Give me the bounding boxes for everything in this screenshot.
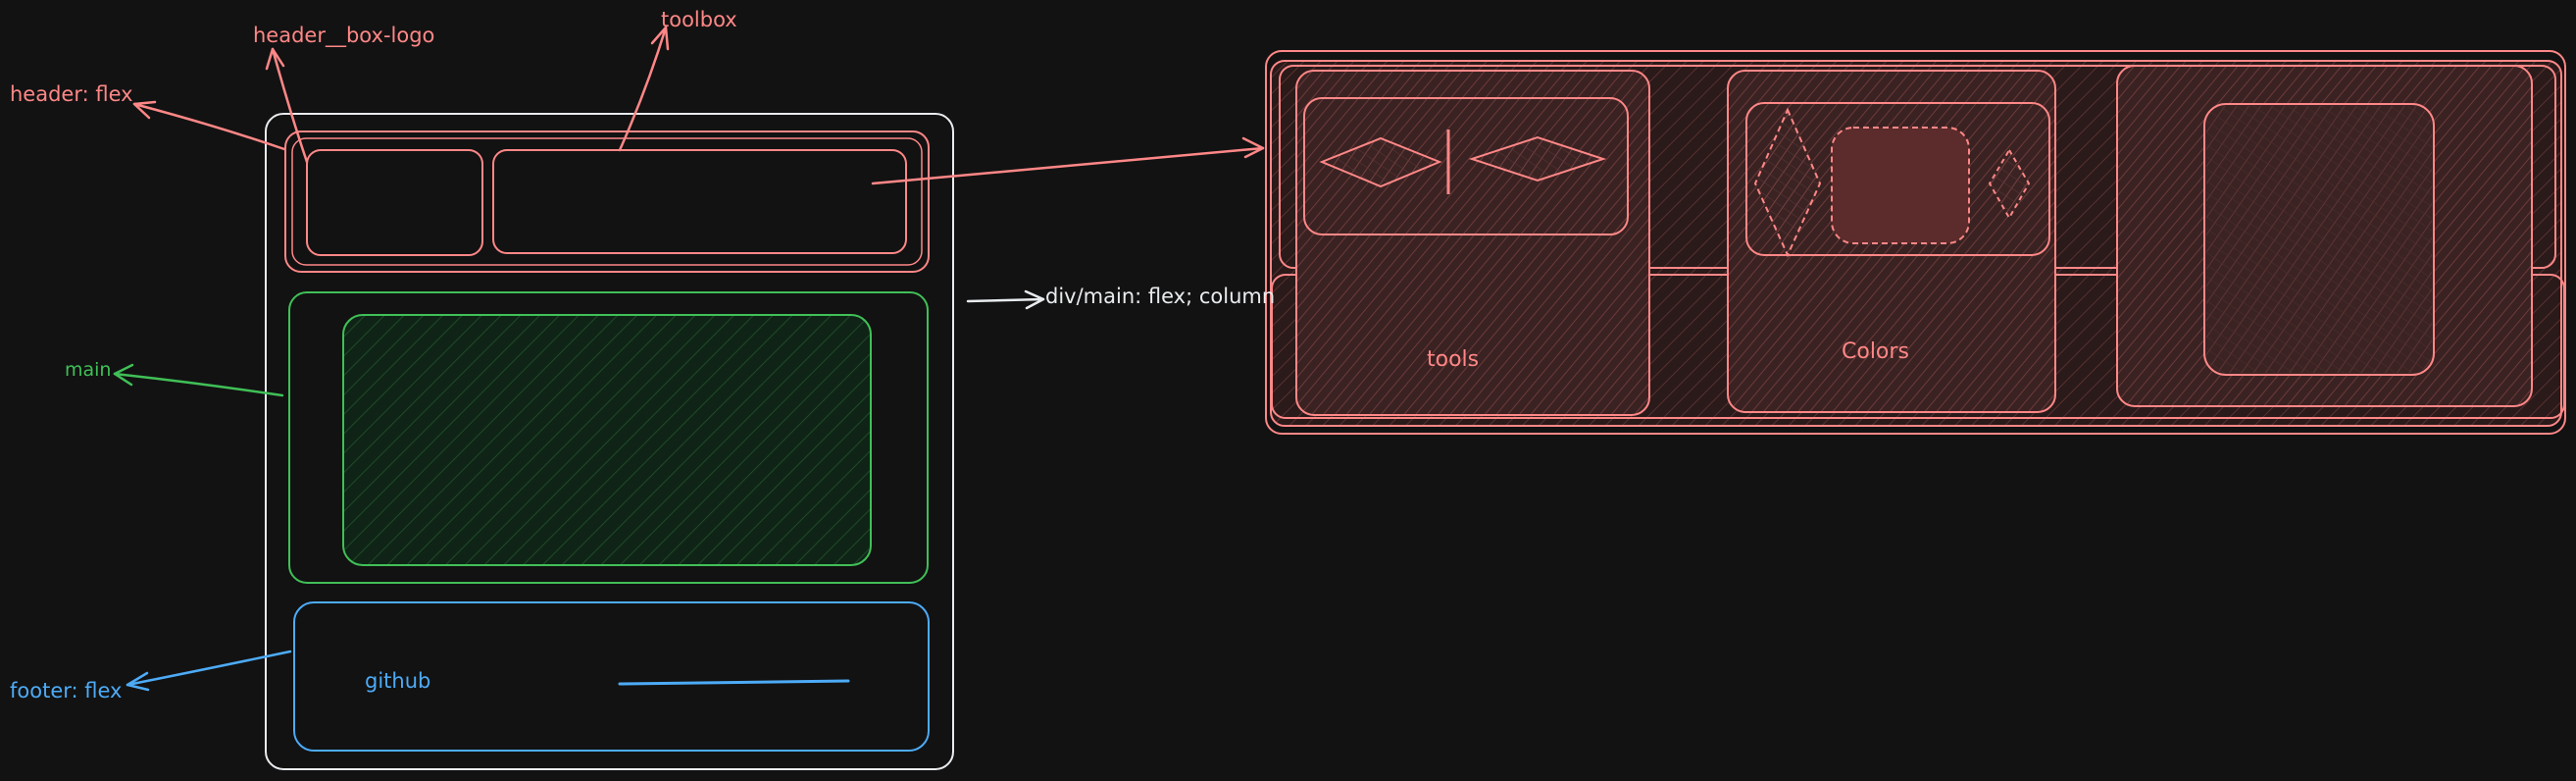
color-diamond-left <box>1753 107 1822 258</box>
toolbox-detail-arrow <box>871 136 1265 185</box>
toolbox-label: toolbox <box>661 8 737 31</box>
header-logo-box <box>306 149 483 256</box>
tool-diamond-left <box>1319 136 1442 188</box>
tools-label: tools <box>1427 347 1480 372</box>
div-main-arrow <box>966 289 1045 310</box>
div-main-label: div/main: flex; column <box>1045 285 1276 308</box>
tool-diamond-right <box>1468 135 1607 182</box>
app-outer-frame <box>265 113 954 770</box>
footer-container <box>293 601 930 752</box>
footer-flex-label: footer: flex <box>10 679 123 703</box>
footer-arrow <box>126 650 292 692</box>
header-toolbox-box <box>492 149 907 254</box>
logo-arrow <box>265 47 309 164</box>
color-swatch-main <box>1831 127 1970 244</box>
header-box-logo-label: header__box-logo <box>253 24 435 47</box>
main-canvas-area <box>342 314 872 566</box>
header-flex-label: header: flex <box>10 82 133 106</box>
header-arrow <box>132 100 286 151</box>
color-diamond-right <box>1988 148 2031 221</box>
main-container <box>288 291 929 584</box>
main-label: main <box>65 359 112 381</box>
toolbox-arrow <box>618 26 670 152</box>
header-container <box>284 130 930 273</box>
header-inner-outline <box>291 137 923 266</box>
colors-label: Colors <box>1842 339 1909 364</box>
preview-inner-hatch <box>2206 106 2432 373</box>
tools-buttons-box <box>1303 97 1629 235</box>
toolbox-outer-frame <box>1265 50 2566 435</box>
main-arrow <box>113 363 284 397</box>
github-label: github <box>365 669 431 693</box>
footer-rule-line <box>618 679 850 686</box>
